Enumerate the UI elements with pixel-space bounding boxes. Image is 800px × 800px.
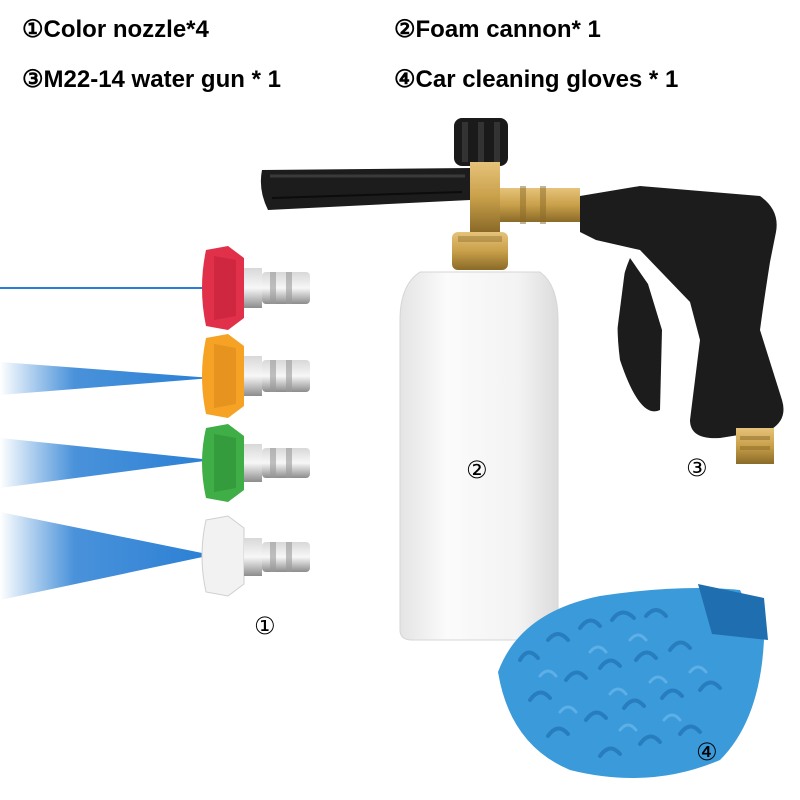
green-nozzle bbox=[0, 424, 310, 502]
water-gun-icon bbox=[580, 186, 784, 464]
marker-water-gun: ③ bbox=[686, 454, 708, 482]
caption-color-nozzle: ①Color nozzle*4 bbox=[22, 16, 209, 43]
marker-glove: ④ bbox=[696, 738, 718, 766]
orange-nozzle bbox=[0, 334, 310, 418]
caption-water-gun: ③M22-14 water gun * 1 bbox=[22, 66, 281, 93]
caption-foam-cannon: ②Foam cannon* 1 bbox=[394, 16, 601, 43]
caption-car-gloves: ④Car cleaning gloves * 1 bbox=[394, 66, 679, 93]
glove-icon bbox=[498, 584, 768, 778]
red-nozzle bbox=[0, 246, 310, 330]
white-nozzle bbox=[0, 512, 310, 600]
foam-cannon-icon bbox=[260, 118, 580, 641]
marker-foam-cannon: ② bbox=[466, 456, 488, 484]
marker-nozzles: ① bbox=[254, 612, 276, 640]
color-nozzle-icon bbox=[0, 246, 310, 600]
